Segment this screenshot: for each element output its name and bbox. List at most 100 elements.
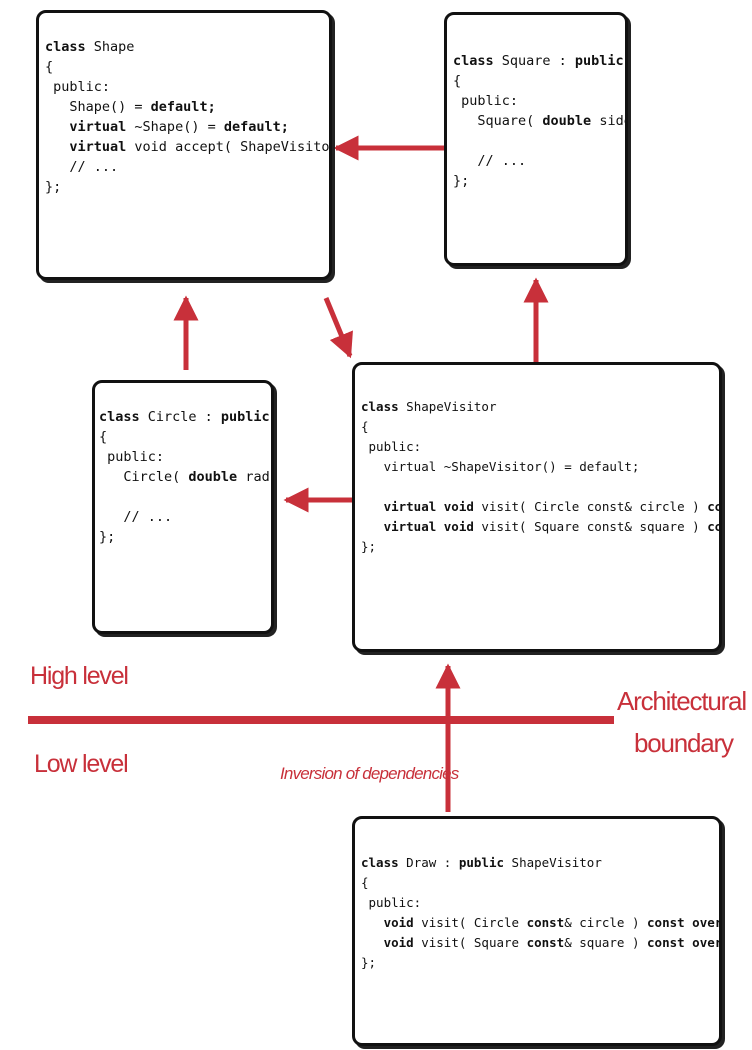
code-token: & square ) bbox=[564, 935, 648, 950]
code-token bbox=[361, 519, 384, 534]
code-line: public: bbox=[45, 77, 329, 97]
code-token: Square : bbox=[493, 53, 575, 69]
arrow-shape-to-visitor bbox=[323, 297, 353, 359]
code-token: const bbox=[707, 499, 722, 514]
code-line: Circle( double rad ); bbox=[99, 467, 271, 487]
code-token: double bbox=[188, 469, 238, 485]
code-token bbox=[45, 139, 69, 155]
code-token: ; bbox=[280, 119, 289, 135]
code-token: }; bbox=[361, 539, 377, 554]
code-token: Shape bbox=[270, 409, 271, 425]
code-token: class bbox=[99, 409, 140, 425]
code-token: Circle : bbox=[139, 409, 221, 425]
code-token: { bbox=[453, 73, 462, 89]
code-line bbox=[361, 477, 719, 497]
code-token: public: bbox=[361, 895, 422, 910]
code-token: void accept( ShapeVisitor& ) = bbox=[134, 139, 330, 155]
code-line: { bbox=[45, 57, 329, 77]
architectural-boundary-label-line1: Architectural bbox=[617, 686, 747, 716]
code-line bbox=[453, 131, 625, 151]
code-token: }; bbox=[453, 173, 470, 189]
code-line: void visit( Square const& square ) const… bbox=[361, 933, 719, 953]
circle-class-box: class Circle : public Shape { public: Cir… bbox=[92, 380, 274, 634]
code-token: { bbox=[361, 419, 369, 434]
code-token: const bbox=[526, 915, 565, 930]
code-token bbox=[361, 499, 384, 514]
code-token: virtual void bbox=[383, 499, 474, 514]
code-token: const override bbox=[647, 935, 722, 950]
code-token: { bbox=[45, 59, 54, 75]
code-token: Shape bbox=[624, 53, 625, 69]
code-line: }; bbox=[45, 177, 329, 197]
code-token bbox=[361, 935, 384, 950]
arrow-layer bbox=[173, 135, 549, 812]
code-token: visit( Circle const& circle ) bbox=[473, 499, 708, 514]
code-token: public: bbox=[453, 93, 519, 109]
code-token: }; bbox=[45, 179, 62, 195]
code-line: }; bbox=[453, 171, 625, 191]
code-line: public: bbox=[453, 91, 625, 111]
code-token: void bbox=[383, 935, 414, 950]
code-token: { bbox=[361, 875, 369, 890]
code-line: virtual ~Shape() = default; bbox=[45, 117, 329, 137]
code-line: // ... bbox=[99, 507, 271, 527]
square-class-box: class Square : public Shape{ public: Squ… bbox=[444, 12, 628, 266]
code-token: // ... bbox=[453, 153, 527, 169]
code-token: { bbox=[99, 429, 108, 445]
code-line: public: bbox=[99, 447, 271, 467]
code-line: }; bbox=[99, 527, 271, 547]
code-token: Draw : bbox=[398, 855, 459, 870]
inversion-of-dependencies-label: Inversion of dependencies bbox=[280, 764, 459, 783]
code-line: // ... bbox=[45, 157, 329, 177]
code-line: { bbox=[453, 71, 625, 91]
code-line: { bbox=[99, 427, 271, 447]
code-token: ShapeVisitor bbox=[504, 855, 602, 870]
code-token: public: bbox=[99, 449, 165, 465]
code-token: }; bbox=[361, 955, 377, 970]
code-token: class bbox=[361, 399, 399, 414]
code-token: public bbox=[458, 855, 505, 870]
shape-visitor-class-box: class ShapeVisitor { public: virtual ~Sha… bbox=[352, 362, 722, 652]
code-token: class bbox=[361, 855, 399, 870]
code-line: { bbox=[361, 417, 719, 437]
code-token: virtual bbox=[69, 119, 127, 135]
code-token: double bbox=[542, 113, 592, 129]
code-token: public: bbox=[45, 79, 111, 95]
architectural-boundary-label-line2: boundary bbox=[634, 728, 734, 758]
code-token: public bbox=[574, 53, 624, 69]
code-line: class ShapeVisitor bbox=[361, 397, 719, 417]
code-token: side ); bbox=[599, 113, 625, 129]
code-line: class Circle : public Shape bbox=[99, 407, 271, 427]
shape-class-box: class Shape{ public: Shape() = default; … bbox=[36, 10, 332, 280]
code-token bbox=[361, 915, 384, 930]
code-token: public: bbox=[361, 439, 422, 454]
code-line: class Shape bbox=[45, 37, 329, 57]
code-token: ShapeVisitor bbox=[398, 399, 497, 414]
code-token: visit( Square const& square ) bbox=[473, 519, 708, 534]
code-token: const override bbox=[647, 915, 722, 930]
code-token: default bbox=[150, 99, 208, 115]
code-token: ~Shape() = bbox=[126, 119, 224, 135]
code-line: virtual void visit( Circle const& circle… bbox=[361, 497, 719, 517]
code-line: }; bbox=[361, 537, 719, 557]
code-line: { bbox=[361, 873, 719, 893]
code-token: Shape() = bbox=[45, 99, 151, 115]
code-token: }; bbox=[99, 529, 116, 545]
high-level-label: High level bbox=[30, 662, 129, 690]
code-token: Shape bbox=[85, 39, 135, 55]
code-token: const bbox=[707, 519, 722, 534]
low-level-label: Low level bbox=[34, 750, 129, 778]
code-line: }; bbox=[361, 953, 719, 973]
code-line: Square( double side ); bbox=[453, 111, 625, 131]
code-token: virtual ~ShapeVisitor() = default; bbox=[361, 459, 640, 474]
code-token: ; bbox=[207, 99, 216, 115]
code-token: // ... bbox=[99, 509, 173, 525]
code-token: & circle ) bbox=[564, 915, 648, 930]
code-line: virtual ~ShapeVisitor() = default; bbox=[361, 457, 719, 477]
code-line: Shape() = default; bbox=[45, 97, 329, 117]
code-line: // ... bbox=[453, 151, 625, 171]
code-token: Circle( bbox=[99, 469, 189, 485]
code-line: void visit( Circle const& circle ) const… bbox=[361, 913, 719, 933]
